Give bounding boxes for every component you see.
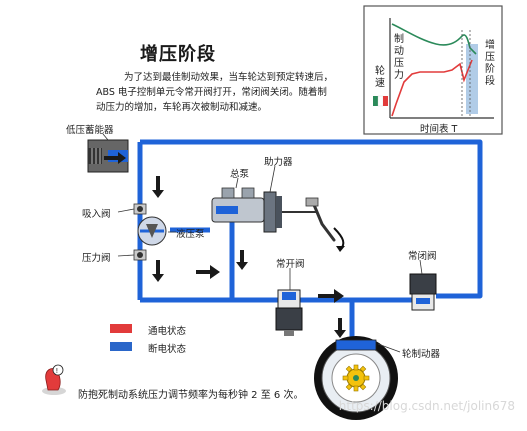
caliper xyxy=(335,339,377,351)
inset-chart xyxy=(363,5,503,135)
arrow-down-4 xyxy=(334,318,346,338)
label-pressure-valve: 压力阀 xyxy=(82,253,111,264)
legend-swatch-deenergized xyxy=(110,342,132,351)
flag-green xyxy=(373,96,378,106)
wheel-brake xyxy=(314,336,398,420)
inset-phase-label: 增压阶段 xyxy=(485,40,495,87)
arrow-right-2 xyxy=(318,289,344,303)
arrow-down-2 xyxy=(152,260,164,282)
phase-band xyxy=(466,44,478,114)
arrow-right-1 xyxy=(196,265,220,279)
footer-note: 防抱死制动系统压力调节频率为每秒钟 2 至 6 次。 xyxy=(78,390,304,401)
description-line-1: 为了达到最佳制动效果，当车轮达到预定转速后， xyxy=(124,72,334,83)
inset-frame xyxy=(363,5,503,135)
booster xyxy=(263,191,345,252)
pipes xyxy=(137,139,483,340)
page-title: 增压阶段 xyxy=(140,44,216,65)
label-booster: 助力器 xyxy=(264,157,293,168)
inset-ylabel-pressure: 制动压力 xyxy=(394,34,404,81)
pump xyxy=(137,216,167,246)
label-accumulator: 低压蓄能器 xyxy=(66,125,114,136)
normally-closed-valve xyxy=(409,273,437,311)
arrow-down-1 xyxy=(152,176,164,198)
normally-open-valve xyxy=(275,289,303,336)
flow-arrows xyxy=(104,152,346,338)
leader-lines xyxy=(102,133,423,353)
pressure-valve xyxy=(133,249,147,261)
arrow-down-3 xyxy=(236,250,248,270)
legend-label-deenergized: 断电状态 xyxy=(148,344,187,355)
watermark: https://blog.csdn.net/jolin678 xyxy=(338,399,515,413)
label-pump: 液压泵 xyxy=(176,229,205,240)
speed-curve xyxy=(391,23,477,55)
description: 为了达到最佳制动效果，当车轮达到预定转速后， ABS 电子控制单元令常开阀打开，… xyxy=(96,70,352,115)
label-wheel-brake: 轮制动器 xyxy=(402,349,441,360)
gear-hub xyxy=(342,364,370,392)
inset-ylabel-speed: 轮速 xyxy=(375,66,385,89)
legend-swatch-energized xyxy=(110,324,132,333)
label-normally-open-valve: 常开阀 xyxy=(276,259,305,270)
description-line-2: ABS 电子控制单元令常开阀打开，常闭阀关闭。随着制 xyxy=(96,87,327,98)
label-intake-valve: 吸入阀 xyxy=(82,209,111,220)
pressure-curve xyxy=(391,59,473,117)
warning-figure-icon: ! xyxy=(42,364,66,395)
arrow-accumulator xyxy=(104,152,126,164)
inset-xlabel: 时间表 T xyxy=(420,124,458,135)
pipe-top-loop xyxy=(140,139,483,299)
master-cylinder xyxy=(211,187,265,223)
legend-label-energized: 通电状态 xyxy=(148,326,187,337)
label-normally-closed-valve: 常闭阀 xyxy=(408,251,437,262)
intake-valve xyxy=(133,203,147,215)
label-master-cylinder: 总泵 xyxy=(230,169,250,180)
flag-white xyxy=(377,95,384,107)
svg-text:!: ! xyxy=(56,367,59,375)
flag-red xyxy=(383,96,388,106)
description-line-3: 动压力的增加，车轮再次被制动和减速。 xyxy=(96,102,268,113)
